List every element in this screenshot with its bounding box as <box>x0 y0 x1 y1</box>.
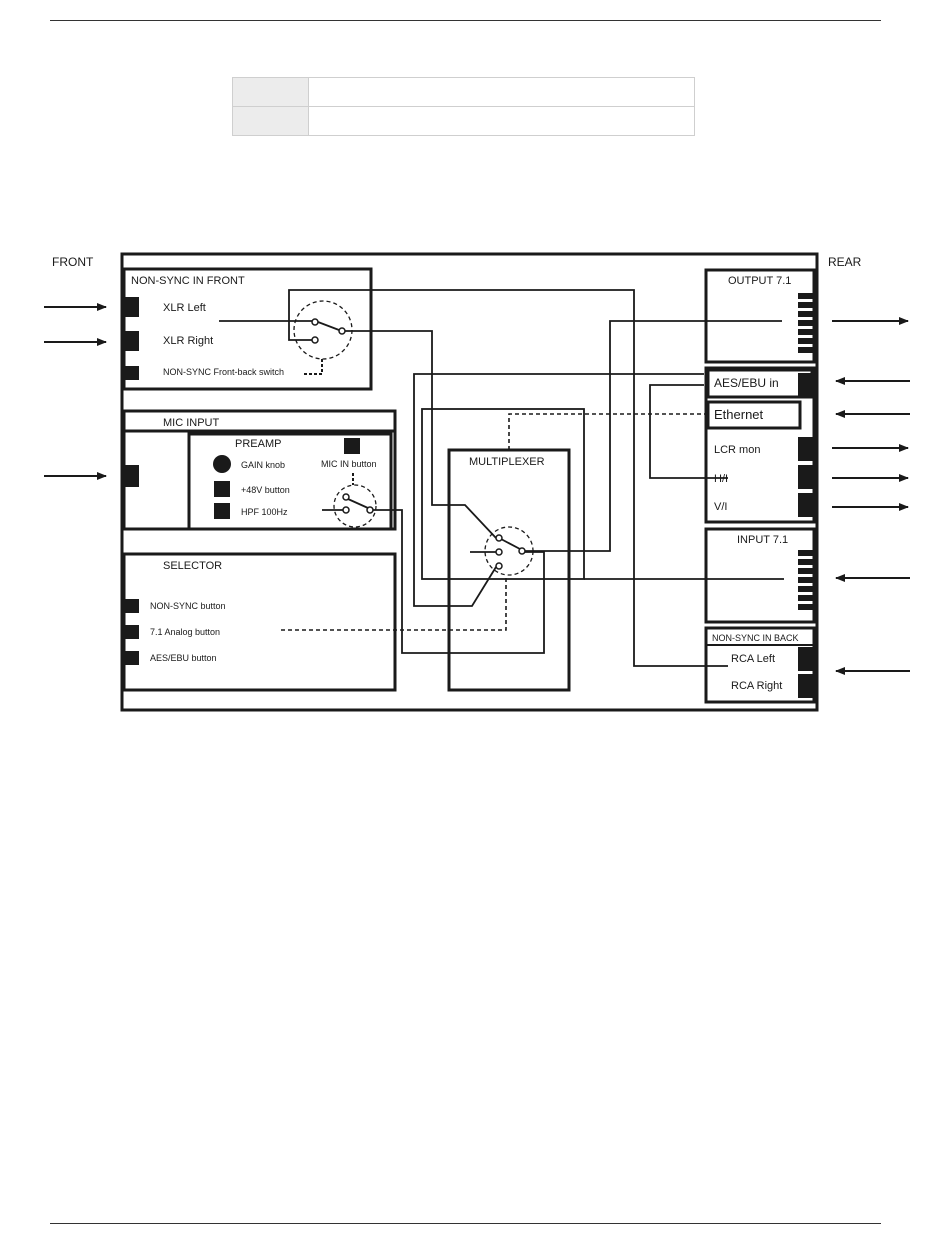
front-back-switch-label: NON-SYNC Front-back switch <box>163 367 284 377</box>
input-71-box <box>704 527 816 624</box>
input-71-title: INPUT 7.1 <box>737 534 788 546</box>
xlr-left-jack <box>124 297 139 317</box>
hpf-button-icon <box>214 503 230 519</box>
aes-in-port <box>706 368 814 399</box>
phantom-button-icon <box>214 481 230 497</box>
gain-knob-label: GAIN knob <box>241 460 285 470</box>
lcr-mon-jack <box>798 437 814 461</box>
front-label: FRONT <box>52 255 94 269</box>
header-table-row <box>233 106 694 135</box>
header-table <box>232 77 695 136</box>
nonsync-front-title: NON-SYNC IN FRONT <box>131 275 245 287</box>
nonsync-front-box <box>122 267 373 391</box>
xlr-left-label: XLR Left <box>163 302 206 314</box>
hi-jack <box>798 465 814 489</box>
multiplexer-box <box>447 448 571 692</box>
rca-right-label: RCA Right <box>731 680 782 692</box>
multiplexer-switch-node <box>518 547 526 555</box>
aes-button-icon <box>124 651 139 665</box>
preamp-switch-node <box>342 493 350 501</box>
multiplexer-switch-node <box>495 534 503 542</box>
header-table-cell <box>233 78 309 106</box>
footer-rule <box>50 1223 881 1224</box>
preamp-box <box>187 432 393 531</box>
output-71-connector <box>798 293 814 353</box>
rca-left-label: RCA Left <box>731 653 775 665</box>
aes-in-to-mux-wire <box>413 373 704 607</box>
chassis-outline <box>120 252 819 712</box>
rca-left-jack <box>798 647 814 671</box>
front-switch-to-mux-wire <box>345 330 497 539</box>
mic-input-title: MIC INPUT <box>163 417 220 429</box>
nonsync-button-label: NON-SYNC button <box>150 601 226 611</box>
preamp-switch-outline <box>333 484 377 528</box>
rear-label: REAR <box>828 255 862 269</box>
ethernet-control-line <box>508 413 709 450</box>
aes-in-jack <box>798 373 814 397</box>
xlr-right-label: XLR Right <box>163 335 213 347</box>
multiplexer-switch-node <box>495 548 503 556</box>
selector-title: SELECTOR <box>163 560 222 572</box>
front-switch-node <box>338 327 346 335</box>
aes-button-label: AES/EBU button <box>150 653 217 663</box>
front-back-switch-control-line <box>303 359 323 375</box>
ethernet-label: Ethernet <box>714 407 764 422</box>
xlr-right-jack <box>124 331 139 351</box>
ethernet-port <box>706 400 802 430</box>
mux-to-output-wire <box>525 320 782 552</box>
preamp-switch-node <box>366 506 374 514</box>
multiplexer-switch-blade <box>500 538 521 550</box>
input-71-connector <box>798 550 814 610</box>
multiplexer-switch-node <box>495 562 503 570</box>
preamp-title: PREAMP <box>235 438 281 450</box>
mic-input-jack <box>124 465 139 487</box>
preamp-switch-node <box>342 506 350 514</box>
output-71-title: OUTPUT 7.1 <box>728 275 791 287</box>
mic-in-button-icon <box>344 438 360 454</box>
rca-to-front-switch-wire <box>288 289 728 667</box>
selector-box <box>122 552 397 692</box>
nonsync-back-title: NON-SYNC IN BACK <box>712 633 799 643</box>
aes-in-label: AES/EBU in <box>714 376 779 390</box>
header-rule <box>50 20 881 21</box>
front-switch-node <box>311 318 319 326</box>
gain-knob-icon <box>213 455 231 473</box>
front-back-switch-jack <box>124 366 139 380</box>
front-switch-blade <box>317 321 340 331</box>
analog-button-label: 7.1 Analog button <box>150 627 220 637</box>
analog-button-icon <box>124 625 139 639</box>
multiplexer-bus-loop <box>421 408 585 580</box>
vi-jack <box>798 493 814 517</box>
preamp-switch-blade <box>347 498 369 509</box>
mic-in-button-label: MIC IN button <box>321 459 377 469</box>
lcr-mon-label: LCR mon <box>714 444 760 456</box>
vi-label: V/I <box>714 501 727 513</box>
multiplexer-title: MULTIPLEXER <box>469 456 545 468</box>
front-switch-node <box>311 336 319 344</box>
header-table-row <box>233 78 694 106</box>
aes-to-hi-wire <box>649 384 728 479</box>
nonsync-button-icon <box>124 599 139 613</box>
hi-label: H/I <box>714 473 728 485</box>
hpf-label: HPF 100Hz <box>241 507 288 517</box>
rca-right-jack <box>798 674 814 698</box>
header-table-cell <box>233 107 309 135</box>
analog-select-control-line <box>281 578 507 631</box>
phantom-button-label: +48V button <box>241 485 290 495</box>
preamp-to-mux-wire <box>373 509 545 654</box>
